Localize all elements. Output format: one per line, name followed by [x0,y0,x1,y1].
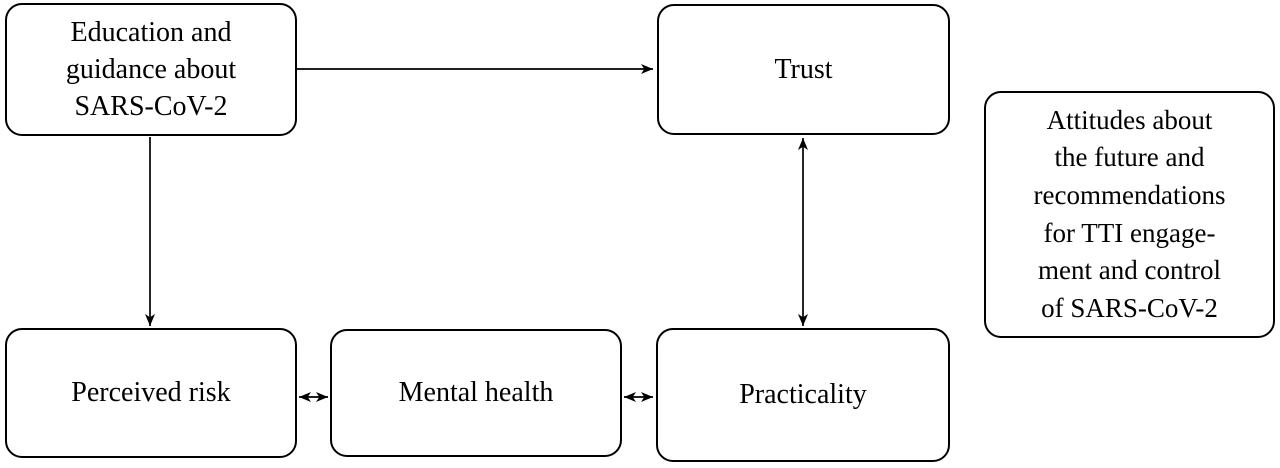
node-mental-health: Mental health [330,329,622,457]
node-education-label: Education and guidance about SARS-CoV-2 [65,16,237,123]
node-perceived-risk: Perceived risk [5,328,297,458]
node-practicality: Practicality [656,328,950,462]
node-mental-health-label: Mental health [398,377,554,409]
node-attitudes-about-future: Attitudes about the future and recommend… [984,91,1275,338]
node-perceived-risk-label: Perceived risk [71,377,231,409]
node-attitudes-label: Attitudes about the future and recommend… [1033,104,1226,323]
node-trust-label: Trust [774,53,833,85]
node-education-and-guidance: Education and guidance about SARS-CoV-2 [5,3,297,136]
node-practicality-label: Practicality [739,379,867,411]
node-trust: Trust [657,4,950,135]
